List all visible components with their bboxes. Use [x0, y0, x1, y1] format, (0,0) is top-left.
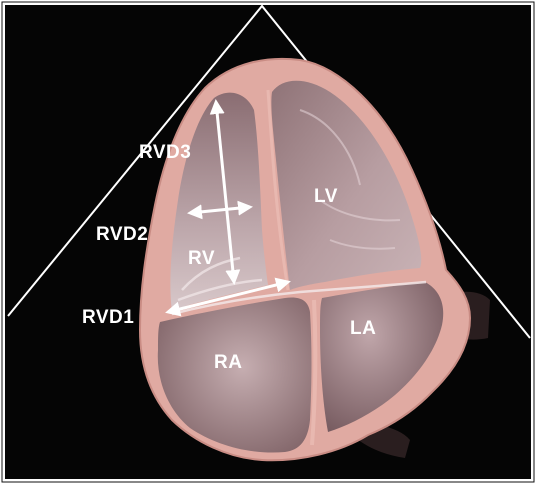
label-rvd2: RVD2 [96, 224, 148, 245]
label-rvd3: RVD3 [139, 142, 191, 163]
label-rvd1: RVD1 [82, 307, 134, 328]
label-lv: LV [314, 186, 338, 207]
label-rv: RV [188, 248, 215, 269]
label-la: LA [350, 318, 376, 339]
label-ra: RA [214, 352, 242, 373]
